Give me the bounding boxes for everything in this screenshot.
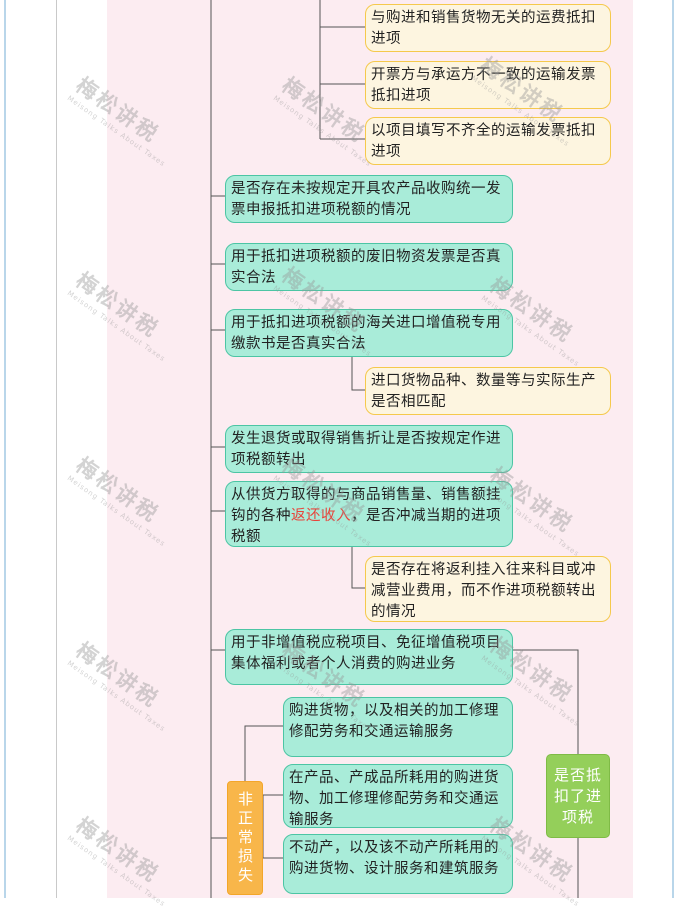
node-issuer-carrier-mismatch: 开票方与承运方不一致的运输发票抵扣进项 [365,61,611,109]
node-abnormal-loss: 非正常损失 [227,781,263,895]
node-scrap-invoice: 用于抵扣进项税额的废旧物资发票是否真实合法 [225,243,513,291]
rebate-text-before: 从供货方取得的与商品销售量、销售额挂钩的各种 [231,487,501,524]
node-rebate-booking: 是否存在将返利挂入往来科目或冲减营业费用，而不作进项税额转出的情况 [365,556,611,622]
rebate-highlight: 返还收入 [291,508,351,524]
node-non-taxable-purchases: 用于非增值税应税项目、免征增值税项目集体福利或者个人消费的购进业务 [225,629,513,685]
right-border-line [672,0,674,898]
node-loss-real-estate: 不动产，以及该不动产所耗用的购进货物、设计服务和建筑服务 [283,834,513,894]
node-input-tax-deducted: 是否抵扣了进项税 [546,754,610,838]
left-inner-line [56,0,57,898]
node-freight-unrelated: 与购进和销售货物无关的运费抵扣进项 [365,4,611,52]
node-loss-wip-products: 在产品、产成品所耗用的购进货物、加工修理修配劳务和交通运输服务 [283,764,513,828]
node-incomplete-transport-invoice: 以项目填写不齐全的运输发票抵扣进项 [365,117,611,165]
node-loss-purchased-goods: 购进货物，以及相关的加工修理修配劳务和交通运输服务 [283,697,513,757]
node-rebate-income: 从供货方取得的与商品销售量、销售额挂钩的各种返还收入，是否冲减当期的进项税额 [225,481,513,547]
rebate-text-after: ，是否冲减当期的进项税额 [231,508,501,545]
node-customs-vat-payment: 用于抵扣进项税额的海关进口增值税专用缴款书是否真实合法 [225,309,513,357]
node-return-discount-transfer: 发生退货或取得销售折让是否按规定作进项税额转出 [225,425,513,473]
node-agri-purchase-invoice: 是否存在未按规定开具农产品收购统一发票申报抵扣进项税额的情况 [225,175,513,223]
node-import-goods-match: 进口货物品种、数量等与实际生产是否相匹配 [365,367,611,415]
left-border-line [4,0,6,898]
